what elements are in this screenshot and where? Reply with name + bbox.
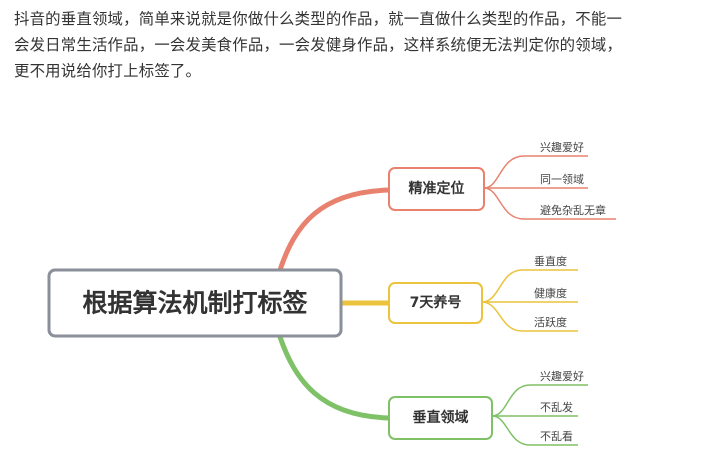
leaf-3-2-label: 不乱发 — [540, 400, 573, 414]
branch-node-1-box — [388, 167, 485, 211]
branch-node-2-box — [388, 282, 483, 324]
connector-branch-2-leaf-1 — [481, 269, 578, 303]
leaf-1-2-label: 同一领域 — [540, 173, 584, 186]
branch-node-2-label: 7天养号 — [410, 294, 462, 311]
intro-line-1: 抖音的垂直领域，简单来说就是你做什么类型的作品，就一直做什么类型的作品，不能一 — [14, 10, 623, 28]
intro-line-3: 更不用说给你打上标签了。 — [14, 62, 202, 80]
branch-node-3-box — [388, 396, 493, 440]
connector-root-branch-1 — [277, 187, 392, 273]
connector-branch-2-leaf-3 — [481, 301, 578, 332]
branch-node-3-label: 垂直领域 — [413, 409, 469, 426]
leaf-2-2-label: 健康度 — [534, 286, 567, 300]
branch-node-1-label: 精准定位 — [409, 180, 465, 197]
intro-paragraph: 抖音的垂直领域，简单来说就是你做什么类型的作品，就一直做什么类型的作品，不能一 … — [14, 6, 690, 84]
leaf-2-3-label: 活跃度 — [534, 315, 567, 329]
connector-branch-3-leaf-3 — [491, 415, 578, 446]
leaf-1-3-label: 避免杂乱无章 — [540, 203, 606, 217]
connector-branch-3-leaf-1 — [491, 384, 588, 417]
leaf-3-1-label: 兴趣爱好 — [540, 369, 584, 383]
leaf-1-1-label: 兴趣爱好 — [540, 140, 584, 154]
connector-branch-1-leaf-3 — [483, 187, 616, 220]
leaf-3-3-label: 不乱看 — [540, 429, 573, 443]
root-node-label: 根据算法机制打标签 — [82, 289, 308, 318]
intro-line-2: 会发日常生活作品，一会发美食作品，一会发健身作品，这样系统便无法判定你的领域， — [14, 36, 623, 54]
leaf-2-1-label: 垂直度 — [534, 254, 567, 268]
connector-branch-1-leaf-1 — [483, 155, 588, 189]
root-node-box — [47, 268, 343, 338]
connector-root-branch-3 — [277, 334, 392, 421]
